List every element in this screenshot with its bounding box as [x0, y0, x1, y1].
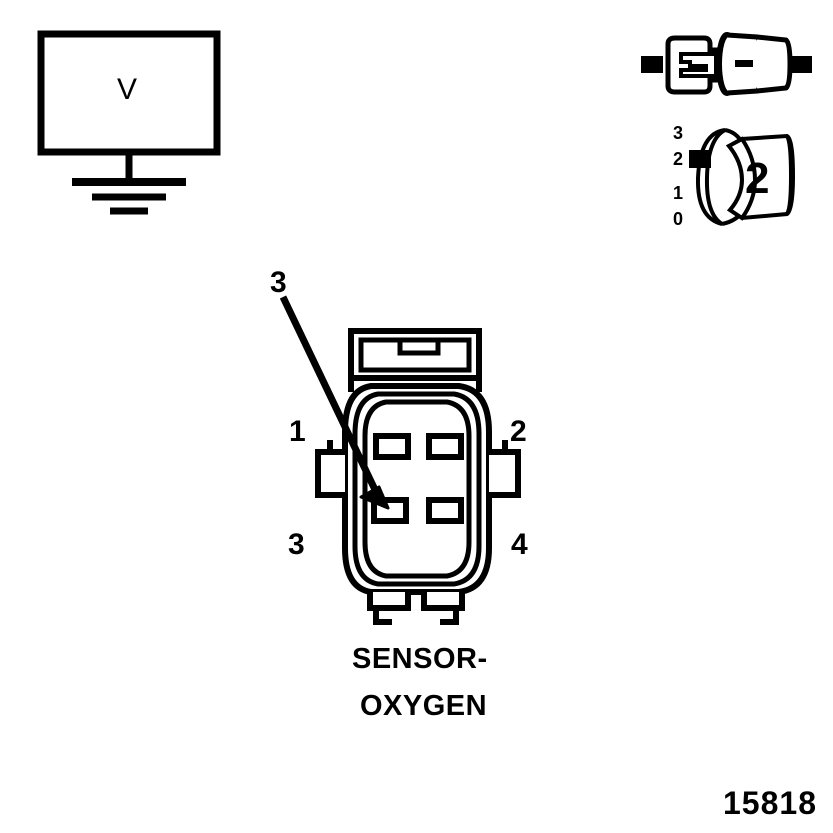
scale-label-3: 3 [673, 123, 684, 143]
pin-label-1: 1 [289, 415, 306, 448]
block-back-disc [695, 128, 727, 226]
scale-label-1: 1 [673, 183, 684, 203]
callout-label: 3 [270, 266, 287, 299]
oxygen-sensor-connector-group [279, 295, 521, 625]
bottom-leg-right [440, 608, 459, 625]
bottom-bracket-right [421, 592, 465, 611]
pin-label-2: 2 [510, 415, 527, 448]
plug-left-wire [641, 56, 663, 73]
plug-slot-mark [735, 60, 753, 67]
earth-ground-icon [72, 178, 186, 215]
bottom-leg-left [373, 608, 392, 625]
block-index-marker [689, 150, 711, 168]
scale-label-2: 2 [673, 149, 684, 169]
side-tab-right [489, 449, 521, 498]
callout-arrowhead [359, 485, 390, 510]
terminal-cavity-2 [426, 433, 464, 460]
side-tab-left [315, 449, 345, 498]
voltmeter-symbol-letter: V [117, 73, 138, 106]
plug-barrel-rear [756, 34, 793, 94]
bottom-bracket-left [367, 592, 411, 611]
connector-plug-group [641, 32, 812, 96]
plug-right-wire [790, 56, 812, 73]
block-key-notch [725, 136, 758, 221]
terminal-cavity-1 [373, 433, 411, 460]
caption-line-1: SENSOR- [352, 643, 488, 675]
pin-label-4: 4 [511, 528, 528, 561]
block-side-edge [785, 134, 794, 216]
latch-center-tab [397, 337, 441, 356]
plug-left-key-slot [679, 52, 718, 78]
keyed-block-group [689, 128, 796, 226]
figure-number: 15818 [723, 785, 817, 821]
callout-leader-line [279, 295, 382, 498]
caption-line-2: OXYGEN [360, 690, 488, 722]
keyed-block-face-label: 2 [745, 154, 770, 203]
voltmeter-group [37, 30, 221, 215]
scale-label-0: 0 [673, 209, 684, 229]
pin-label-3: 3 [288, 528, 305, 561]
terminal-cavity-4 [426, 497, 464, 524]
